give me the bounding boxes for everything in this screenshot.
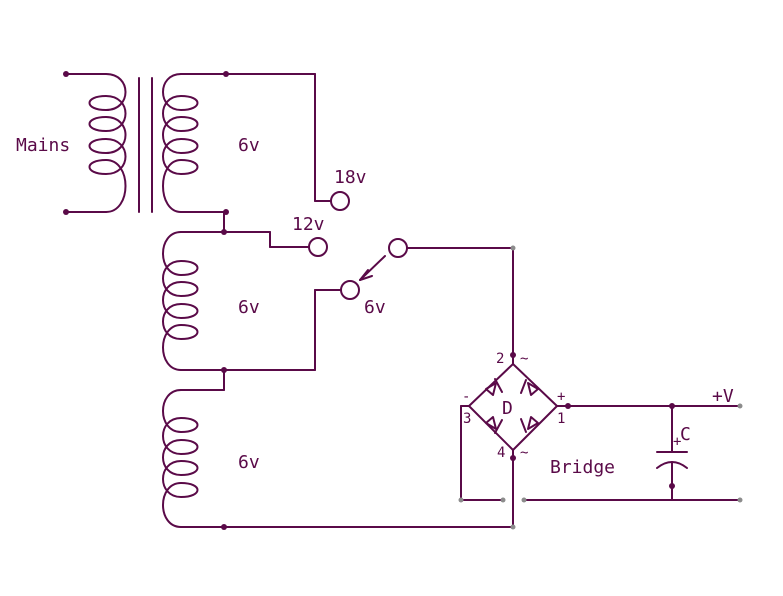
diode-top-left [485,378,503,396]
pin-1-label: 1 [557,411,565,427]
tap-18v-terminal [314,73,350,211]
winding2-voltage-label: 6v [238,297,260,318]
ac-top-label: ~ [520,351,528,367]
secondary-winding-1 [162,71,316,233]
winding3-voltage-label: 6v [238,452,260,473]
primary-winding [63,71,127,215]
diode-top-right [520,379,539,396]
diode-ref-label: D [502,398,513,419]
secondary-winding-3 [162,389,514,530]
tap-6v-label: 6v [364,297,386,318]
transformer-core [138,77,153,213]
bridge-label: Bridge [550,457,615,478]
capacitor-plus-label: + [673,434,681,450]
diode-bottom-left [485,416,503,434]
tap-18v-label: 18v [334,167,367,188]
diode-bottom-right [520,416,539,433]
bridge-rectifier [458,352,743,530]
selector-switch [359,238,516,356]
primary-voltage-label: 6v [238,135,260,156]
filter-capacitor [521,403,743,503]
tap-12v-terminal [269,231,328,257]
output-positive-label: +V [712,386,734,407]
mains-label: Mains [16,135,70,156]
secondary-winding-2 [162,229,316,391]
pin-2-label: 2 [496,351,504,367]
pin-3-label: 3 [463,411,471,427]
pin-4-label: 4 [497,445,505,461]
plus-label: + [557,389,565,405]
minus-label: - [462,389,470,405]
capacitor-ref-label: C [680,424,691,445]
ac-bottom-label: ~ [520,445,528,461]
tap-12v-label: 12v [292,214,325,235]
tap-6v-terminal [314,280,360,371]
